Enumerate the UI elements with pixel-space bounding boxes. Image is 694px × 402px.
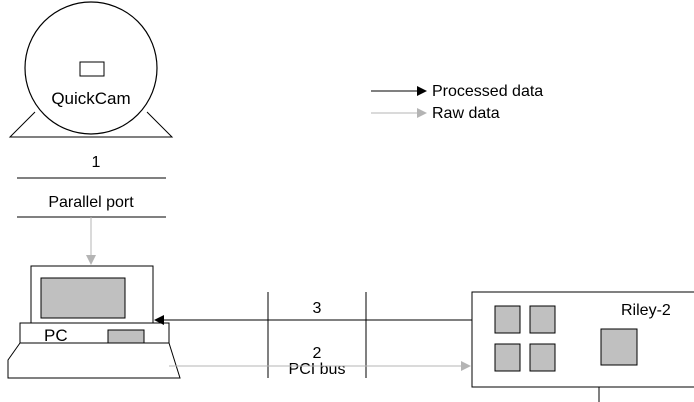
board-chip-2 — [529, 305, 556, 334]
pci-bus-label: PCI bus — [289, 361, 346, 378]
pc-drive-slot — [107, 329, 145, 344]
board-label: Riley-2 — [621, 302, 671, 319]
raw-data-link: 2 — [169, 345, 471, 371]
board-chip-4 — [529, 343, 556, 372]
pc-label: PC — [44, 326, 68, 345]
board-processor — [600, 328, 638, 366]
link-3-number: 3 — [313, 300, 322, 317]
quickcam-lens — [79, 61, 105, 77]
quickcam: QuickCam — [8, 1, 174, 138]
legend-raw-label: Raw data — [432, 105, 500, 122]
pc-keyboard — [7, 342, 181, 379]
parallel-port-label: Parallel port — [48, 194, 134, 211]
legend: Processed data Raw data — [371, 83, 543, 122]
parallel-port-link: 1 Parallel port — [17, 154, 166, 265]
board-connector — [598, 386, 694, 402]
pci-bus: PCI bus — [267, 292, 367, 378]
legend-processed-label: Processed data — [432, 83, 543, 100]
pc: PC — [7, 265, 181, 379]
link-1-number: 1 — [92, 154, 101, 171]
pc-monitor-stand — [19, 322, 170, 344]
processed-data-link: 3 — [154, 300, 472, 325]
pc-screen — [40, 277, 126, 319]
quickcam-base — [8, 111, 174, 138]
board-outline — [471, 291, 694, 388]
board-chip-1 — [494, 305, 521, 334]
quickcam-body — [24, 1, 158, 135]
quickcam-label: QuickCam — [51, 89, 130, 108]
riley-2-board: Riley-2 — [471, 291, 694, 402]
board-chip-3 — [494, 343, 521, 372]
link-2-number: 2 — [313, 345, 322, 362]
